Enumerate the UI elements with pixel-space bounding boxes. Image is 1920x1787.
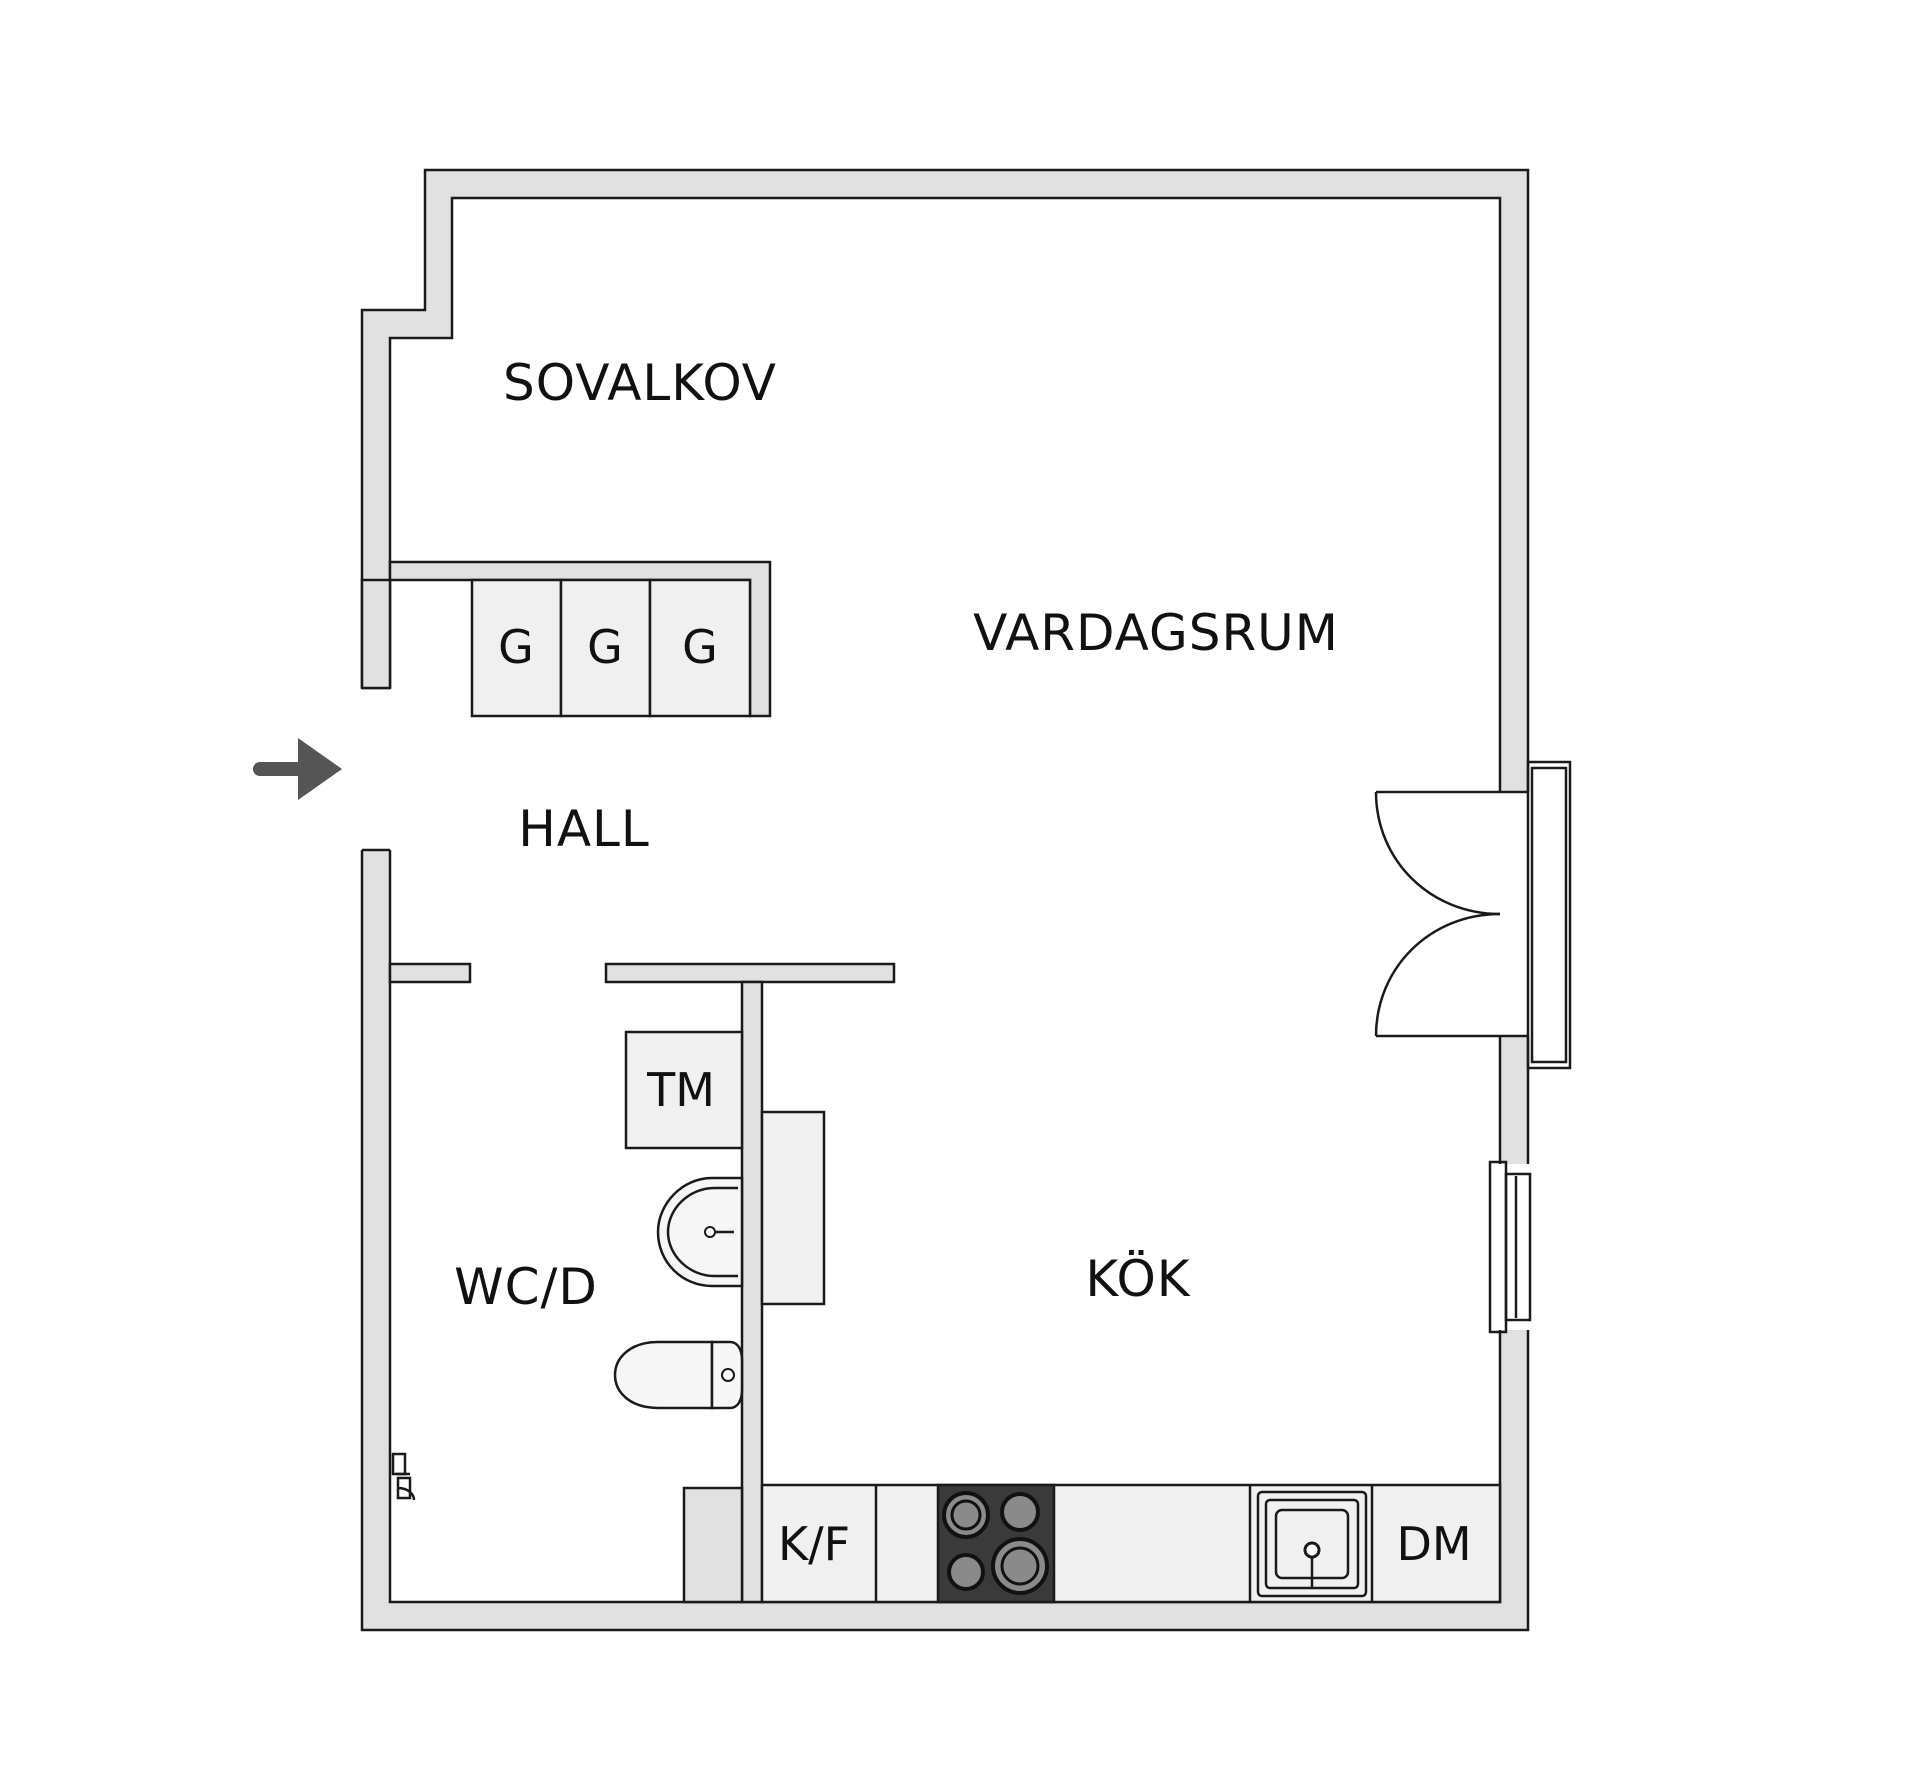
bathroom-wall-top-left xyxy=(388,962,472,984)
outer-wall xyxy=(360,168,1530,1632)
window-opening xyxy=(1496,1164,1532,1330)
wardrobe-2 xyxy=(559,578,652,718)
wardrobes: G G G xyxy=(470,578,752,718)
shower-tap-icon xyxy=(391,1452,416,1501)
hall-wall-stub-left xyxy=(360,578,392,690)
dishwasher-label: DM xyxy=(1396,1517,1471,1571)
wardrobe-3 xyxy=(648,578,752,718)
wardrobe-2-label: G xyxy=(587,620,623,674)
dryer-label: TM xyxy=(646,1063,715,1117)
bathroom-wall-top-right xyxy=(604,962,896,984)
balcony-door-opening xyxy=(1496,792,1532,1036)
stove-icon xyxy=(936,1483,1056,1604)
toilet-icon xyxy=(613,1340,744,1410)
room-label-wcd: WC/D xyxy=(454,1258,598,1316)
dryer-unit xyxy=(624,1030,744,1150)
wardrobe-3-label: G xyxy=(682,620,718,674)
sink-icon xyxy=(1256,1490,1368,1598)
kitchen-window xyxy=(1488,1160,1532,1334)
washbasin-icon xyxy=(656,1176,744,1288)
fridge-freezer-label: K/F xyxy=(778,1517,850,1571)
room-label-sovalkov: SOVALKOV xyxy=(503,354,777,412)
entrance-opening xyxy=(358,688,394,850)
wardrobe-1-label: G xyxy=(498,620,534,674)
bathroom-kitchen-partition xyxy=(740,980,764,1604)
kitchen-side-counter xyxy=(760,1110,826,1306)
bathroom-floor-notch xyxy=(682,1486,744,1604)
entrance-arrow-icon xyxy=(253,738,342,800)
double-door-icon xyxy=(1374,760,1572,1070)
room-label-vardagsrum: VARDAGSRUM xyxy=(973,604,1339,662)
room-label-kok: KÖK xyxy=(1085,1250,1190,1308)
kitchen-counter: K/F DM xyxy=(760,1483,1502,1604)
room-label-hall: HALL xyxy=(518,800,650,858)
